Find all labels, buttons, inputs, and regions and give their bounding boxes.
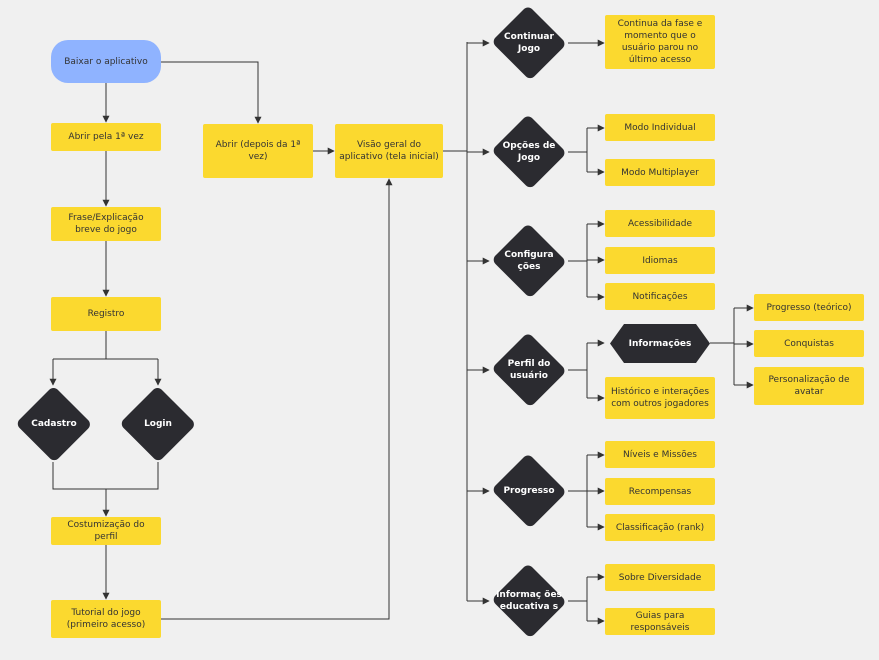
first-open-node[interactable]: Abrir pela 1ª vez [51,123,161,151]
continue-decision[interactable]: Continuar Jogo [490,6,568,80]
mode-multi-node[interactable]: Modo Multiplayer [605,159,715,186]
languages-node[interactable]: Idiomas [605,247,715,274]
history-node[interactable]: Histórico e interações com outros jogado… [605,377,715,419]
profile-custom-node[interactable]: Costumização do perfil [51,517,161,545]
settings-decision[interactable]: Configura ções [490,224,568,298]
levels-node[interactable]: Níveis e Missões [605,441,715,468]
start-node[interactable]: Baixar o aplicativo [51,40,161,83]
diversity-node[interactable]: Sobre Diversidade [605,564,715,591]
accessibility-node[interactable]: Acessibilidade [605,210,715,237]
register-node[interactable]: Registro [51,297,161,331]
achievements-node[interactable]: Conquistas [754,330,864,357]
ranking-node[interactable]: Classificação (rank) [605,514,715,541]
notifications-node[interactable]: Notificações [605,283,715,310]
avatar-node[interactable]: Personalização de avatar [754,367,864,405]
progress-theory-node[interactable]: Progresso (teórico) [754,294,864,321]
reopen-node[interactable]: Abrir (depois da 1ª vez) [203,124,313,178]
continue-desc-node[interactable]: Continua da fase e momento que o usuário… [605,15,715,69]
options-decision[interactable]: Opções de Jogo [490,115,568,189]
progress-decision[interactable]: Progresso [490,454,568,528]
signup-decision[interactable]: Cadastro [15,386,93,462]
overview-node[interactable]: Visão geral do aplicativo (tela inicial) [335,124,443,178]
edu-info-decision[interactable]: Informaç ões educativa s [490,564,568,638]
tutorial-node[interactable]: Tutorial do jogo (primeiro acesso) [51,600,161,638]
connector-tutorial-overview [161,178,393,620]
login-decision[interactable]: Login [119,386,197,462]
user-profile-decision[interactable]: Perfil do usuário [490,333,568,407]
info-hexagon[interactable]: Informações [610,324,710,363]
intro-node[interactable]: Frase/Explicação breve do jogo [51,207,161,241]
connector-merge [52,462,159,490]
mode-single-node[interactable]: Modo Individual [605,114,715,141]
rewards-node[interactable]: Recompensas [605,478,715,505]
connector-start-reopen [161,61,262,124]
guides-node[interactable]: Guias para responsáveis [605,608,715,635]
